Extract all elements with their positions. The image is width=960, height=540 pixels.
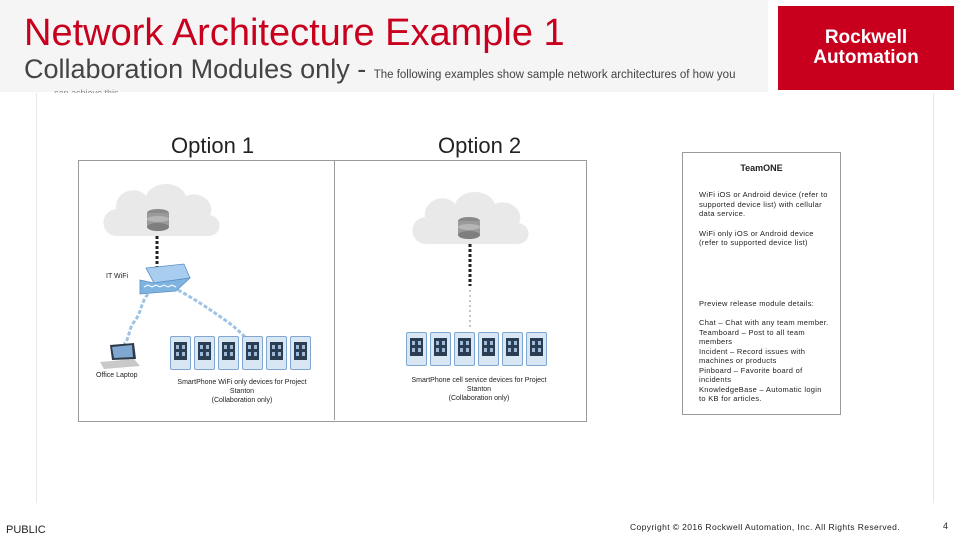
option-2-devices-label-line-3: (Collaboration only) — [448, 395, 510, 402]
option-1-device-row — [170, 336, 311, 370]
option-1-smartphone-icon — [290, 336, 311, 370]
option-2-smartphone-icon — [526, 332, 547, 366]
option-2-devices-label: SmartPhone cell service devices for Proj… — [396, 376, 562, 403]
option-2-smartphone-icon — [430, 332, 451, 366]
option-2-device-row — [406, 332, 547, 366]
option-1-devices-label: SmartPhone WiFi only devices for Project… — [162, 378, 322, 405]
teamone-preview-heading: Preview release module details: — [699, 298, 815, 308]
teamone-module-teamboard: Teamboard – Post to all team members — [699, 327, 805, 347]
slide-header: Network Architecture Example 1 Collabora… — [0, 0, 768, 92]
teamone-module-incident: Incident – Record issues with machines o… — [699, 346, 806, 366]
teamone-info-box: TeamONE WiFi iOS or Android device (refe… — [682, 152, 841, 415]
wifi-switch-icon — [139, 263, 192, 295]
page-number: 4 — [943, 521, 949, 531]
option-1-heading: Option 1 — [171, 133, 255, 158]
office-laptop-label: Office Laptop — [96, 372, 138, 379]
option-1-smartphone-icon — [170, 336, 191, 370]
option-1-devices-label-line-1: SmartPhone WiFi only devices for Project — [177, 379, 307, 386]
wifi-link-to-devices — [177, 288, 248, 340]
option-2-heading: Option 2 — [438, 133, 522, 158]
option-2-smartphone-icon — [454, 332, 475, 366]
teamone-module-pinboard: Pinboard – Favorite board of incidents — [699, 365, 803, 385]
option-1-devices-label-line-3: (Collaboration only) — [211, 397, 273, 404]
cloud-icon-option-1 — [103, 184, 220, 236]
slide-subtitle: Collaboration Modules only - The followi… — [24, 56, 735, 83]
teamone-module-list: Chat – Chat with any team member. Teambo… — [683, 318, 840, 404]
cable-to-laptop — [122, 293, 150, 346]
rockwell-automation-logo: Rockwell Automation — [778, 6, 954, 90]
teamone-para-cellular: WiFi iOS or Android device (refer to sup… — [699, 190, 828, 218]
option-2-devices-label-line-1: SmartPhone cell service devices for Proj… — [411, 377, 547, 384]
option-1-devices-label-line-2: Stanton — [229, 388, 255, 395]
teamone-para-wifi-only: WiFi only iOS or Android device (refer t… — [699, 228, 814, 248]
option-1-smartphone-icon — [266, 336, 287, 370]
teamone-title: TeamONE — [740, 163, 783, 173]
logo-line-1: Rockwell — [824, 27, 908, 48]
teamone-module-knowledgebase: KnowledgeBase – Automatic login to KB fo… — [699, 384, 822, 404]
laptop-icon — [100, 343, 140, 369]
option-1-smartphone-icon — [218, 336, 239, 370]
subtitle-text: Collaboration Modules only - — [24, 54, 374, 84]
option-1-smartphone-icon — [242, 336, 263, 370]
logo-line-2: Automation — [813, 47, 919, 68]
copyright-text: Copyright © 2016 Rockwell Automation, In… — [630, 522, 901, 532]
cloud-icon-option-2 — [412, 192, 529, 244]
it-wifi-label: IT WiFi — [106, 273, 129, 280]
option-2-devices-label-line-2: Stanton — [466, 386, 492, 393]
option-2-smartphone-icon — [478, 332, 499, 366]
classification-label: PUBLIC — [6, 524, 46, 536]
teamone-module-chat: Chat – Chat with any team member. — [699, 318, 829, 327]
subtitle-description: The following examples show sample netwo… — [373, 69, 736, 81]
option-1-smartphone-icon — [194, 336, 215, 370]
slide-title: Network Architecture Example 1 — [24, 12, 565, 54]
option-2-smartphone-icon — [502, 332, 523, 366]
options-divider — [334, 161, 335, 420]
option-2-smartphone-icon — [406, 332, 427, 366]
